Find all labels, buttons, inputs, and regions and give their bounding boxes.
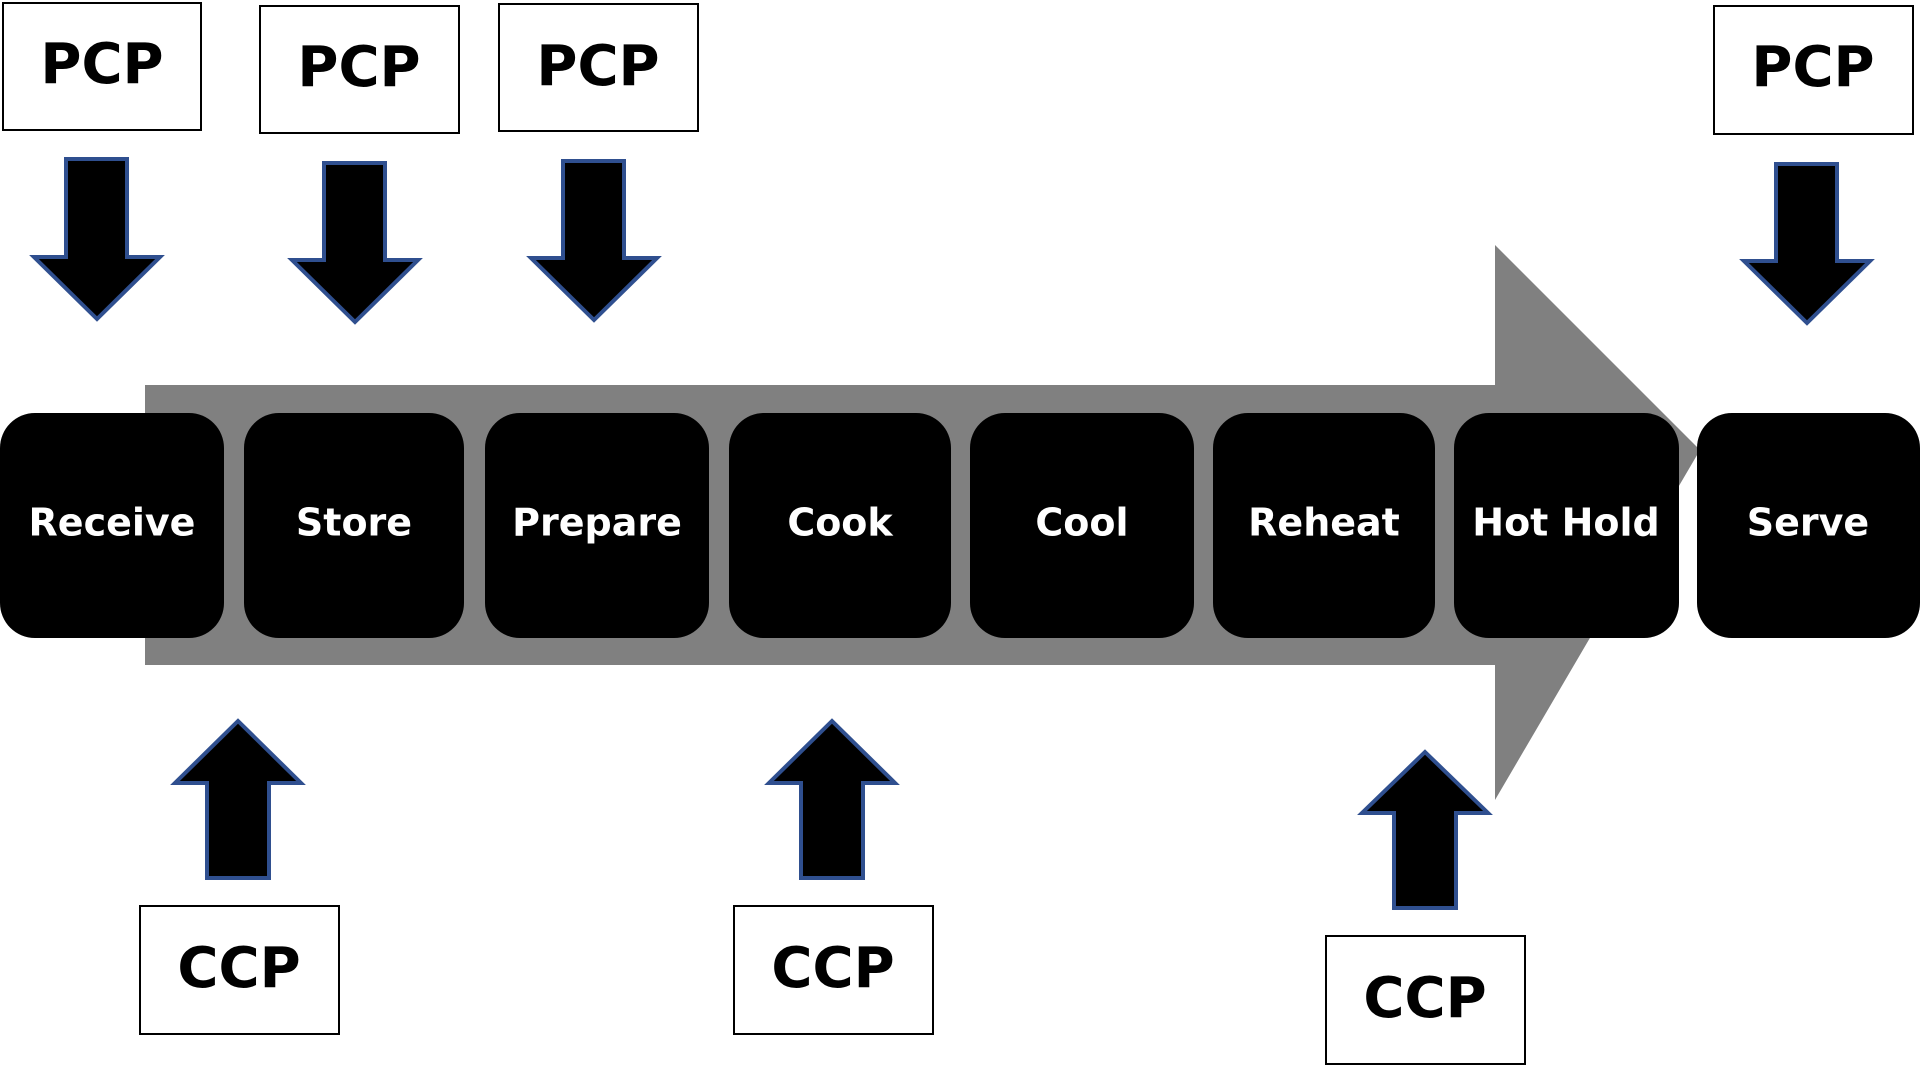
up-arrow-store (170, 718, 306, 880)
ccp-box-hot-hold: CCP (1325, 935, 1526, 1065)
step-store: Store (244, 413, 464, 638)
step-receive: Receive (0, 413, 224, 638)
ccp-label-hot-hold: CCP (1363, 966, 1486, 1031)
pcp-box-receive: PCP (2, 2, 202, 131)
pcp-box-prepare: PCP (498, 3, 699, 132)
up-arrow-hot-hold (1357, 749, 1493, 910)
down-arrow-serve (1739, 162, 1875, 326)
step-label-prepare: Prepare (512, 501, 682, 545)
step-label-cook: Cook (787, 501, 893, 545)
ccp-box-cook: CCP (733, 905, 934, 1035)
step-serve: Serve (1697, 413, 1920, 638)
step-reheat: Reheat (1213, 413, 1435, 638)
pcp-label-receive: PCP (40, 32, 163, 97)
down-arrow-store (287, 161, 423, 325)
pcp-label-serve: PCP (1751, 35, 1874, 100)
step-label-cool: Cool (1035, 501, 1128, 545)
up-arrow-cook (764, 718, 900, 880)
step-prepare: Prepare (485, 413, 709, 638)
down-arrow-receive (29, 157, 165, 322)
step-cool: Cool (970, 413, 1194, 638)
step-hot-hold: Hot Hold (1454, 413, 1679, 638)
pcp-box-serve: PCP (1713, 5, 1914, 135)
ccp-label-cook: CCP (771, 936, 894, 1001)
pcp-box-store: PCP (259, 5, 460, 134)
step-label-hot-hold: Hot Hold (1472, 501, 1659, 545)
step-label-reheat: Reheat (1248, 501, 1400, 545)
step-cook: Cook (729, 413, 951, 638)
pcp-label-prepare: PCP (536, 34, 659, 99)
ccp-box-store: CCP (139, 905, 340, 1035)
step-label-receive: Receive (29, 501, 196, 545)
ccp-label-store: CCP (177, 936, 300, 1001)
step-label-store: Store (296, 501, 412, 545)
down-arrow-prepare (526, 159, 662, 323)
pcp-label-store: PCP (297, 35, 420, 100)
step-label-serve: Serve (1747, 501, 1869, 545)
